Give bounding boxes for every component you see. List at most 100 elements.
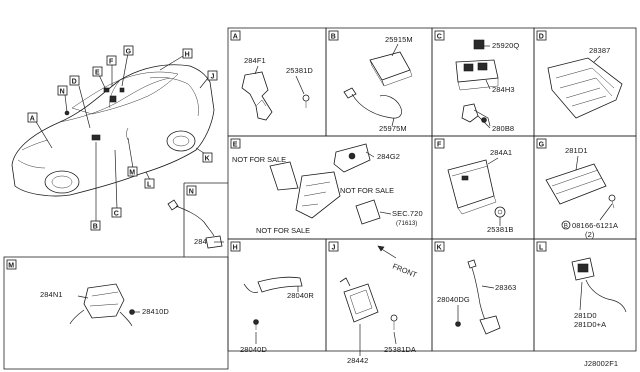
panel-e-letter[interactable]: E [230,138,241,149]
part-284n1[interactable]: 284N1 [40,290,63,299]
panel-b-letter[interactable]: B [328,30,339,41]
panel-n-letter[interactable]: N [186,185,197,196]
svg-text:C: C [437,34,442,41]
part-25920q[interactable]: 25920Q [492,41,519,50]
panel-a: A 284F1 25381D [230,30,313,121]
panel-e: E 284G2 NOT FOR SALE NOT FOR SALE NOT FO… [230,138,423,235]
car-callout-k[interactable]: K [202,152,213,163]
svg-text:J: J [332,245,336,252]
part-281d0[interactable]: 281D0 [574,311,597,320]
car-callout-h[interactable]: H [182,48,193,59]
svg-text:M: M [129,170,135,177]
part-281d1[interactable]: 281D1 [565,146,588,155]
control-unit-part [547,57,623,119]
svg-text:E: E [95,70,100,77]
svg-text:H: H [185,52,190,59]
svg-text:M: M [8,263,14,270]
part-28387[interactable]: 28387 [589,46,610,55]
not-for-sale-note-1: NOT FOR SALE [232,155,286,164]
panel-n: N 28419 [167,185,224,249]
sensor-bracket-part [83,283,125,319]
sec-720-subref: (71613) [396,220,417,227]
svg-text:FRONT: FRONT [391,262,418,280]
svg-text:J: J [211,74,215,81]
svg-text:B: B [331,34,336,41]
svg-text:N: N [60,89,65,96]
svg-text:D: D [72,79,77,86]
svg-text:K: K [205,156,210,163]
car-callout-l[interactable]: L [144,178,155,189]
car-callout-f[interactable]: F [106,55,117,66]
car-callout-b[interactable]: B [90,220,101,231]
panel-frames [3,27,637,370]
panel-m: M 284N1 28410D [6,259,169,327]
not-for-sale-note-2: NOT FOR SALE [340,186,394,195]
panel-a-letter[interactable]: A [230,30,241,41]
part-280b8[interactable]: 280B8 [492,124,514,133]
camera-sensor-part [241,71,273,121]
part-28040r[interactable]: 28040R [287,291,314,300]
part-28410d[interactable]: 28410D [142,307,169,316]
svg-text:K: K [437,245,442,252]
panel-k-letter[interactable]: K [434,241,445,252]
svg-text:N: N [189,189,194,196]
antenna-rod-part [257,276,303,293]
radar-sensor-part [343,283,379,323]
part-25381da[interactable]: 25381DA [384,345,416,354]
car-callout-e[interactable]: E [92,66,103,77]
svg-text:E: E [233,142,238,149]
car-callout-c[interactable]: C [111,207,122,218]
car-callout-d[interactable]: D [69,75,80,86]
module-part [369,51,411,81]
panel-f-letter[interactable]: F [434,138,445,149]
part-284a1[interactable]: 284A1 [490,148,512,157]
part-284f1[interactable]: 284F1 [244,56,266,65]
part-28363[interactable]: 28363 [495,283,516,292]
panel-d-letter[interactable]: D [536,30,547,41]
svg-text:D: D [539,34,544,41]
part-284g2[interactable]: 284G2 [377,152,400,161]
car-callout-g[interactable]: G [123,45,134,56]
part-25975m[interactable]: 25975M [379,124,407,133]
part-28040dg[interactable]: 28040DG [437,295,470,304]
part-25381d[interactable]: 25381D [286,66,313,75]
diagram-id: J28002F1 [584,359,618,368]
switch-panel-part [455,59,499,83]
part-28040d[interactable]: 28040D [240,345,267,354]
part-08166-6121a[interactable]: 08166-6121A [572,221,618,230]
svg-text:A: A [233,34,238,41]
panel-g-letter[interactable]: G [536,138,547,149]
panel-k: K 28040DG 28363 [434,241,516,335]
svg-text:C: C [114,211,119,218]
panel-g: G 281D1 B 08166-6121A (2) [536,138,618,239]
car-callout-m[interactable]: M [127,166,138,177]
svg-text:F: F [109,59,114,66]
panel-c-letter[interactable]: C [434,30,445,41]
panel-l: L 281D0 281D0+A [536,241,627,329]
part-25381b[interactable]: 25381B [487,225,513,234]
panel-j-letter[interactable]: J [328,241,339,252]
svg-text:B: B [564,222,568,229]
part-28419[interactable]: 28419 [194,237,215,246]
ecu-box-part [447,159,495,209]
car-callout-j[interactable]: J [207,70,218,81]
front-direction-arrow: FRONT [377,245,419,280]
bolt-symbol: B [561,220,571,230]
panel-l-letter[interactable]: L [536,241,547,252]
panel-d: D 28387 [536,30,623,119]
part-281d0-a[interactable]: 281D0+A [574,320,606,329]
sensor-harness-part [479,315,501,335]
sec-720-reference[interactable]: SEC.720 [392,209,423,218]
not-for-sale-note-3: NOT FOR SALE [256,226,310,235]
panel-f: F 284A1 25381B [434,138,513,234]
part-25915m[interactable]: 25915M [385,35,413,44]
panel-m-letter[interactable]: M [6,259,17,270]
part-284h3[interactable]: 284H3 [492,85,515,94]
car-callout-a[interactable]: A [27,112,38,123]
car-callout-n[interactable]: N [57,85,68,96]
svg-text:G: G [539,142,545,149]
panel-h-letter[interactable]: H [230,241,241,252]
svg-text:G: G [126,49,132,56]
part-28442[interactable]: 28442 [347,356,368,365]
